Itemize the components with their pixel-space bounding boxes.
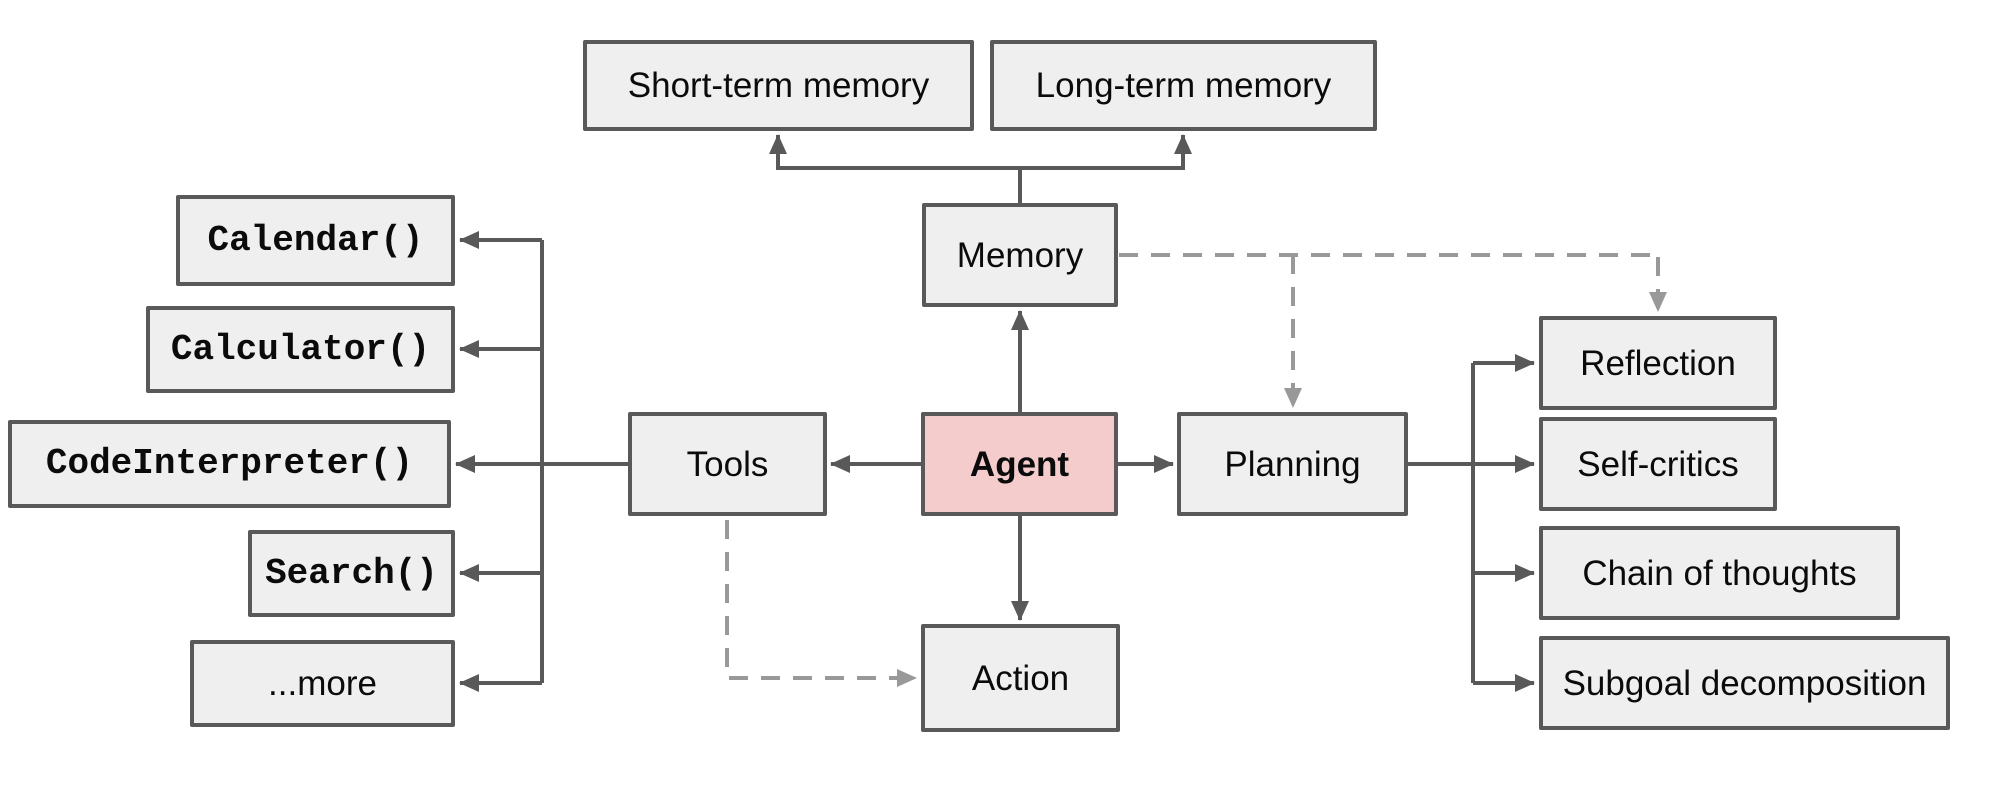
edge-tools-to-action-dashed xyxy=(725,520,917,687)
node-short-term-memory: Short-term memory xyxy=(583,40,974,131)
node-chain-of-thoughts: Chain of thoughts xyxy=(1539,526,1900,620)
node-subgoal-decomposition: Subgoal decomposition xyxy=(1539,636,1950,730)
node-reflection: Reflection xyxy=(1539,316,1777,410)
node-more: ...more xyxy=(190,640,455,727)
node-self-critics: Self-critics xyxy=(1539,417,1777,511)
node-memory: Memory xyxy=(922,203,1118,307)
node-action: Action xyxy=(921,624,1120,732)
node-agent: Agent xyxy=(921,412,1118,516)
node-calendar: Calendar() xyxy=(176,195,455,286)
node-code-interpreter: CodeInterpreter() xyxy=(8,420,451,508)
node-search: Search() xyxy=(248,530,455,617)
node-long-term-memory: Long-term memory xyxy=(990,40,1377,131)
node-tools: Tools xyxy=(628,412,827,516)
node-calculator: Calculator() xyxy=(146,306,455,393)
node-planning: Planning xyxy=(1177,412,1408,516)
